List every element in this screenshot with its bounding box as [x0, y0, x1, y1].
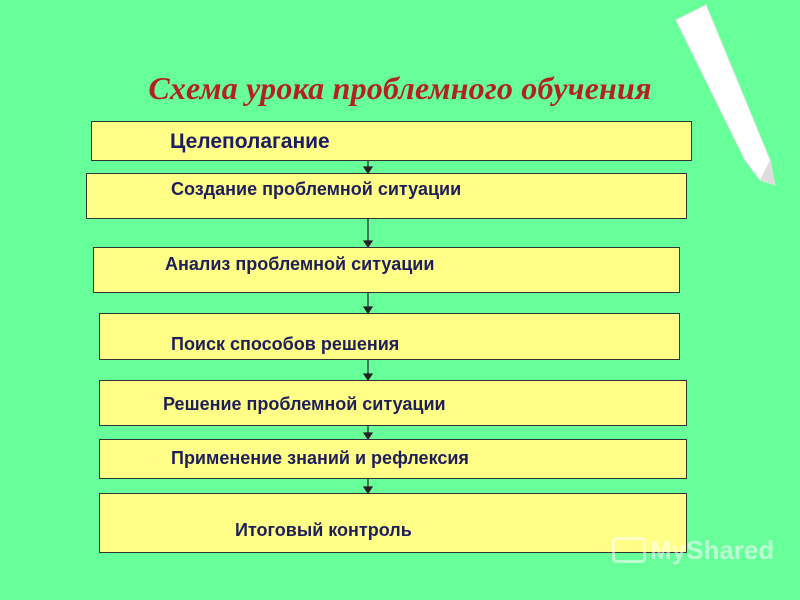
step-box-problem-solution: Решение проблемной ситуации — [99, 380, 687, 426]
step-label: Целеполагание — [170, 130, 330, 153]
watermark-text: MyShared — [650, 535, 775, 565]
diagram-title: Схема урока проблемного обучения — [148, 70, 652, 106]
step-label: Решение проблемной ситуации — [163, 394, 446, 414]
myshared-logo-icon — [612, 537, 646, 563]
step-box-final-control: Итоговый контроль — [99, 493, 687, 553]
step-label: Применение знаний и рефлексия — [171, 448, 469, 468]
step-box-search-methods: Поиск способов решения — [99, 313, 680, 360]
step-box-goal-setting: Целеполагание — [91, 121, 692, 161]
step-label: Создание проблемной ситуации — [171, 179, 462, 199]
arrow-head — [362, 166, 374, 175]
step-box-application-reflection: Применение знаний и рефлексия — [99, 439, 687, 479]
step-label: Поиск способов решения — [171, 334, 400, 354]
watermark: MyShared — [612, 535, 774, 566]
step-box-problem-analysis: Анализ проблемной ситуации — [93, 247, 680, 293]
step-box-problem-creation: Создание проблемной ситуации — [86, 173, 687, 219]
step-label: Анализ проблемной ситуации — [165, 254, 435, 274]
step-label: Итоговый контроль — [235, 520, 412, 540]
